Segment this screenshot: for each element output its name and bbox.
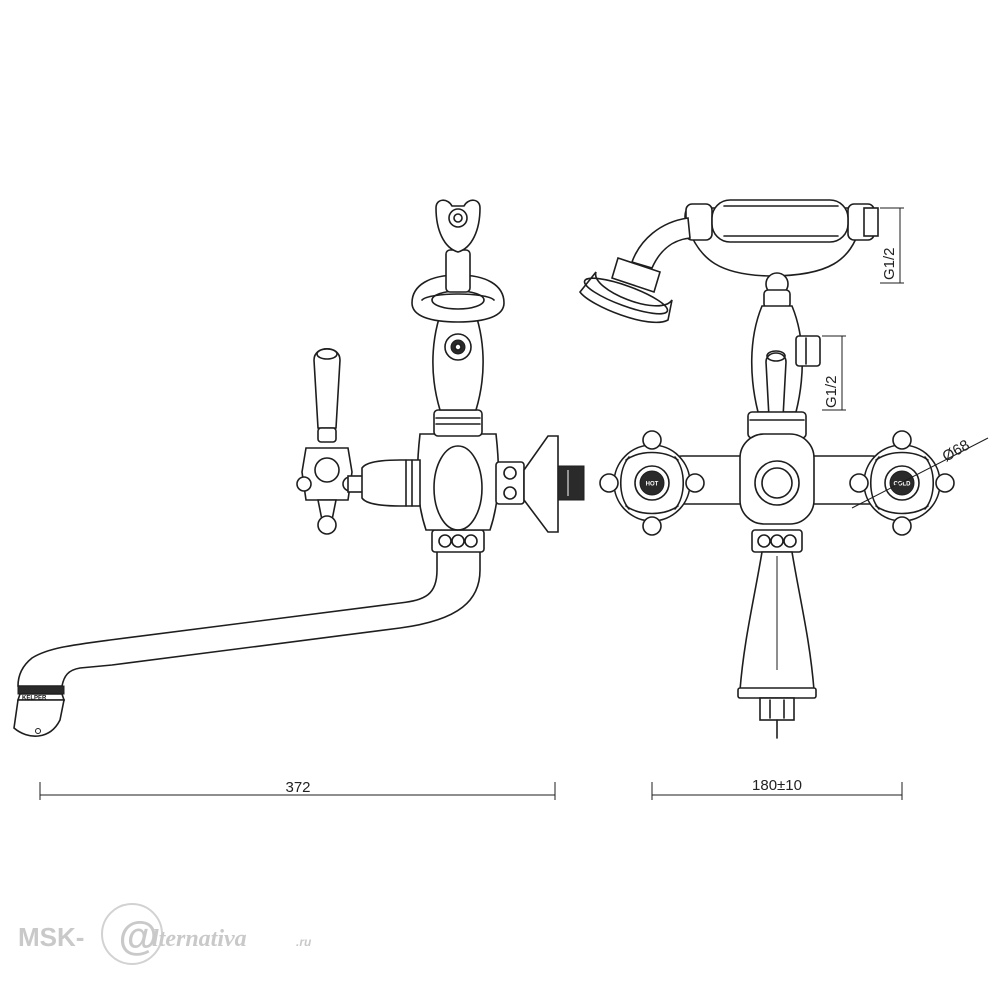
spout: KELPER (13, 547, 481, 737)
spout-collar (431, 529, 485, 553)
dim-wall-spacing-label: 180±10 (752, 777, 802, 794)
diverter-column (432, 299, 484, 411)
handshower-cradle-side (411, 199, 505, 323)
dim-wall-spacing: 180±10 (651, 777, 903, 800)
side-view: KELPER (13, 199, 585, 737)
watermark-at: @ (118, 915, 157, 959)
front-view: HOT COLD (578, 199, 955, 739)
front-riser (747, 272, 821, 439)
spout-brand-label: KELPER (22, 696, 47, 702)
wall-connector-side (495, 435, 585, 533)
dim-flange-diameter-label: Ø68 (940, 437, 973, 466)
watermark: MSK- @ lternativa .ru (18, 903, 312, 965)
front-mixer-bar (659, 433, 895, 525)
dim-outlet-thread-label: G1/2 (823, 375, 840, 408)
watermark-tld: .ru (296, 935, 312, 949)
dim-handshower-thread: G1/2 (880, 207, 904, 284)
lever-handle-side (296, 347, 358, 535)
valve-stem-side (347, 459, 421, 507)
hot-cross-handle: HOT (599, 430, 705, 536)
watermark-prefix: MSK- (18, 922, 84, 952)
dim-outlet-thread: G1/2 (822, 335, 846, 411)
watermark-suffix: lternativa (152, 926, 247, 952)
dim-handshower-thread-label: G1/2 (881, 247, 898, 280)
watermark-at-ring (101, 903, 163, 965)
hot-label: HOT (646, 482, 659, 488)
mixer-body-side (416, 409, 500, 531)
handshower (578, 199, 879, 324)
front-spout (737, 529, 817, 739)
dim-spout-length-label: 372 (285, 779, 310, 796)
cold-label: COLD (894, 482, 912, 488)
cold-cross-handle: COLD (849, 430, 955, 536)
dim-spout-length: 372 (39, 779, 556, 800)
